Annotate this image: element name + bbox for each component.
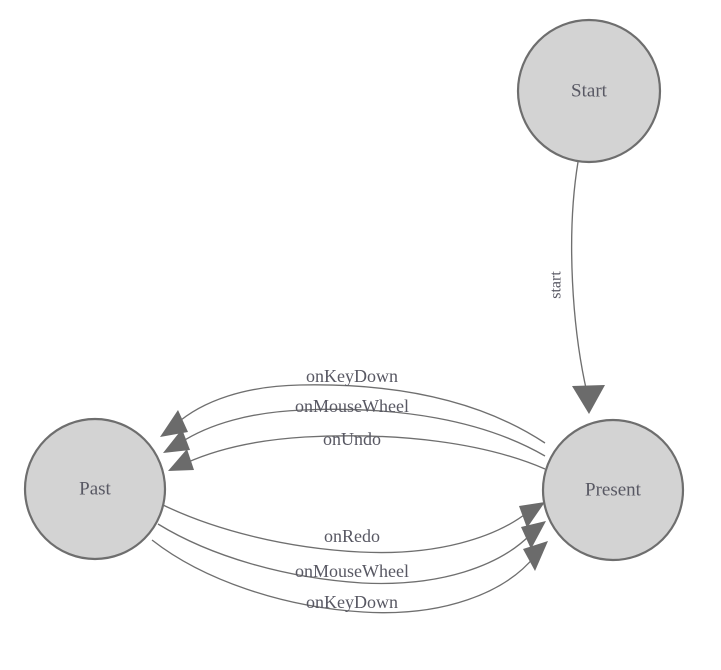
edge-present-past-onundo-label: onUndo xyxy=(323,429,381,449)
edge-past-present-onkeydown-label: onKeyDown xyxy=(306,592,398,612)
node-present-label: Present xyxy=(585,479,642,500)
edge-present-past-onkeydown[interactable]: onKeyDown xyxy=(160,366,546,444)
node-start[interactable]: Start xyxy=(516,18,662,164)
edge-start-path xyxy=(570,161,589,398)
edge-present-past-onmousewheel-arrowhead xyxy=(163,429,190,453)
edge-present-past-onkeydown-path xyxy=(174,384,546,444)
edge-past-present-onmousewheel-label: onMouseWheel xyxy=(295,561,409,581)
node-start-label: Start xyxy=(571,80,608,101)
edge-start-label: start xyxy=(548,271,565,299)
node-present[interactable]: Present xyxy=(541,418,685,562)
edge-past-present-onmousewheel[interactable]: onMouseWheel xyxy=(157,521,546,585)
edge-present-past-onkeydown-arrowhead xyxy=(160,410,188,437)
node-past-circle xyxy=(23,417,167,561)
edge-past-present-onmousewheel-arrowhead xyxy=(521,521,546,549)
edge-past-present-onkeydown-arrowhead xyxy=(523,541,548,571)
edge-past-present-onredo[interactable]: onRedo xyxy=(162,502,545,554)
node-start-circle xyxy=(516,18,662,164)
edge-present-past-onundo-path xyxy=(185,435,546,470)
node-past-label: Past xyxy=(79,478,111,499)
edge-start[interactable]: start xyxy=(548,161,605,414)
node-present-circle xyxy=(541,418,685,562)
edge-present-past-onundo-arrowhead xyxy=(168,449,194,471)
edge-present-past-onmousewheel-path xyxy=(179,408,546,457)
edge-present-past-onkeydown-label: onKeyDown xyxy=(306,366,398,386)
node-past[interactable]: Past xyxy=(23,417,167,561)
edge-past-present-onmousewheel-path xyxy=(157,523,532,585)
edge-past-present-onkeydown-path xyxy=(151,539,536,614)
edge-present-past-onmousewheel[interactable]: onMouseWheel xyxy=(163,396,546,457)
edge-past-present-onredo-label: onRedo xyxy=(324,526,380,546)
edge-past-present-onredo-arrowhead xyxy=(519,502,545,528)
edge-present-past-onundo[interactable]: onUndo xyxy=(168,429,546,471)
edge-past-present-onkeydown[interactable]: onKeyDown xyxy=(151,539,548,614)
edge-present-past-onmousewheel-label: onMouseWheel xyxy=(295,396,409,416)
edge-start-arrowhead xyxy=(572,385,605,414)
edge-past-present-onredo-path xyxy=(162,504,529,554)
